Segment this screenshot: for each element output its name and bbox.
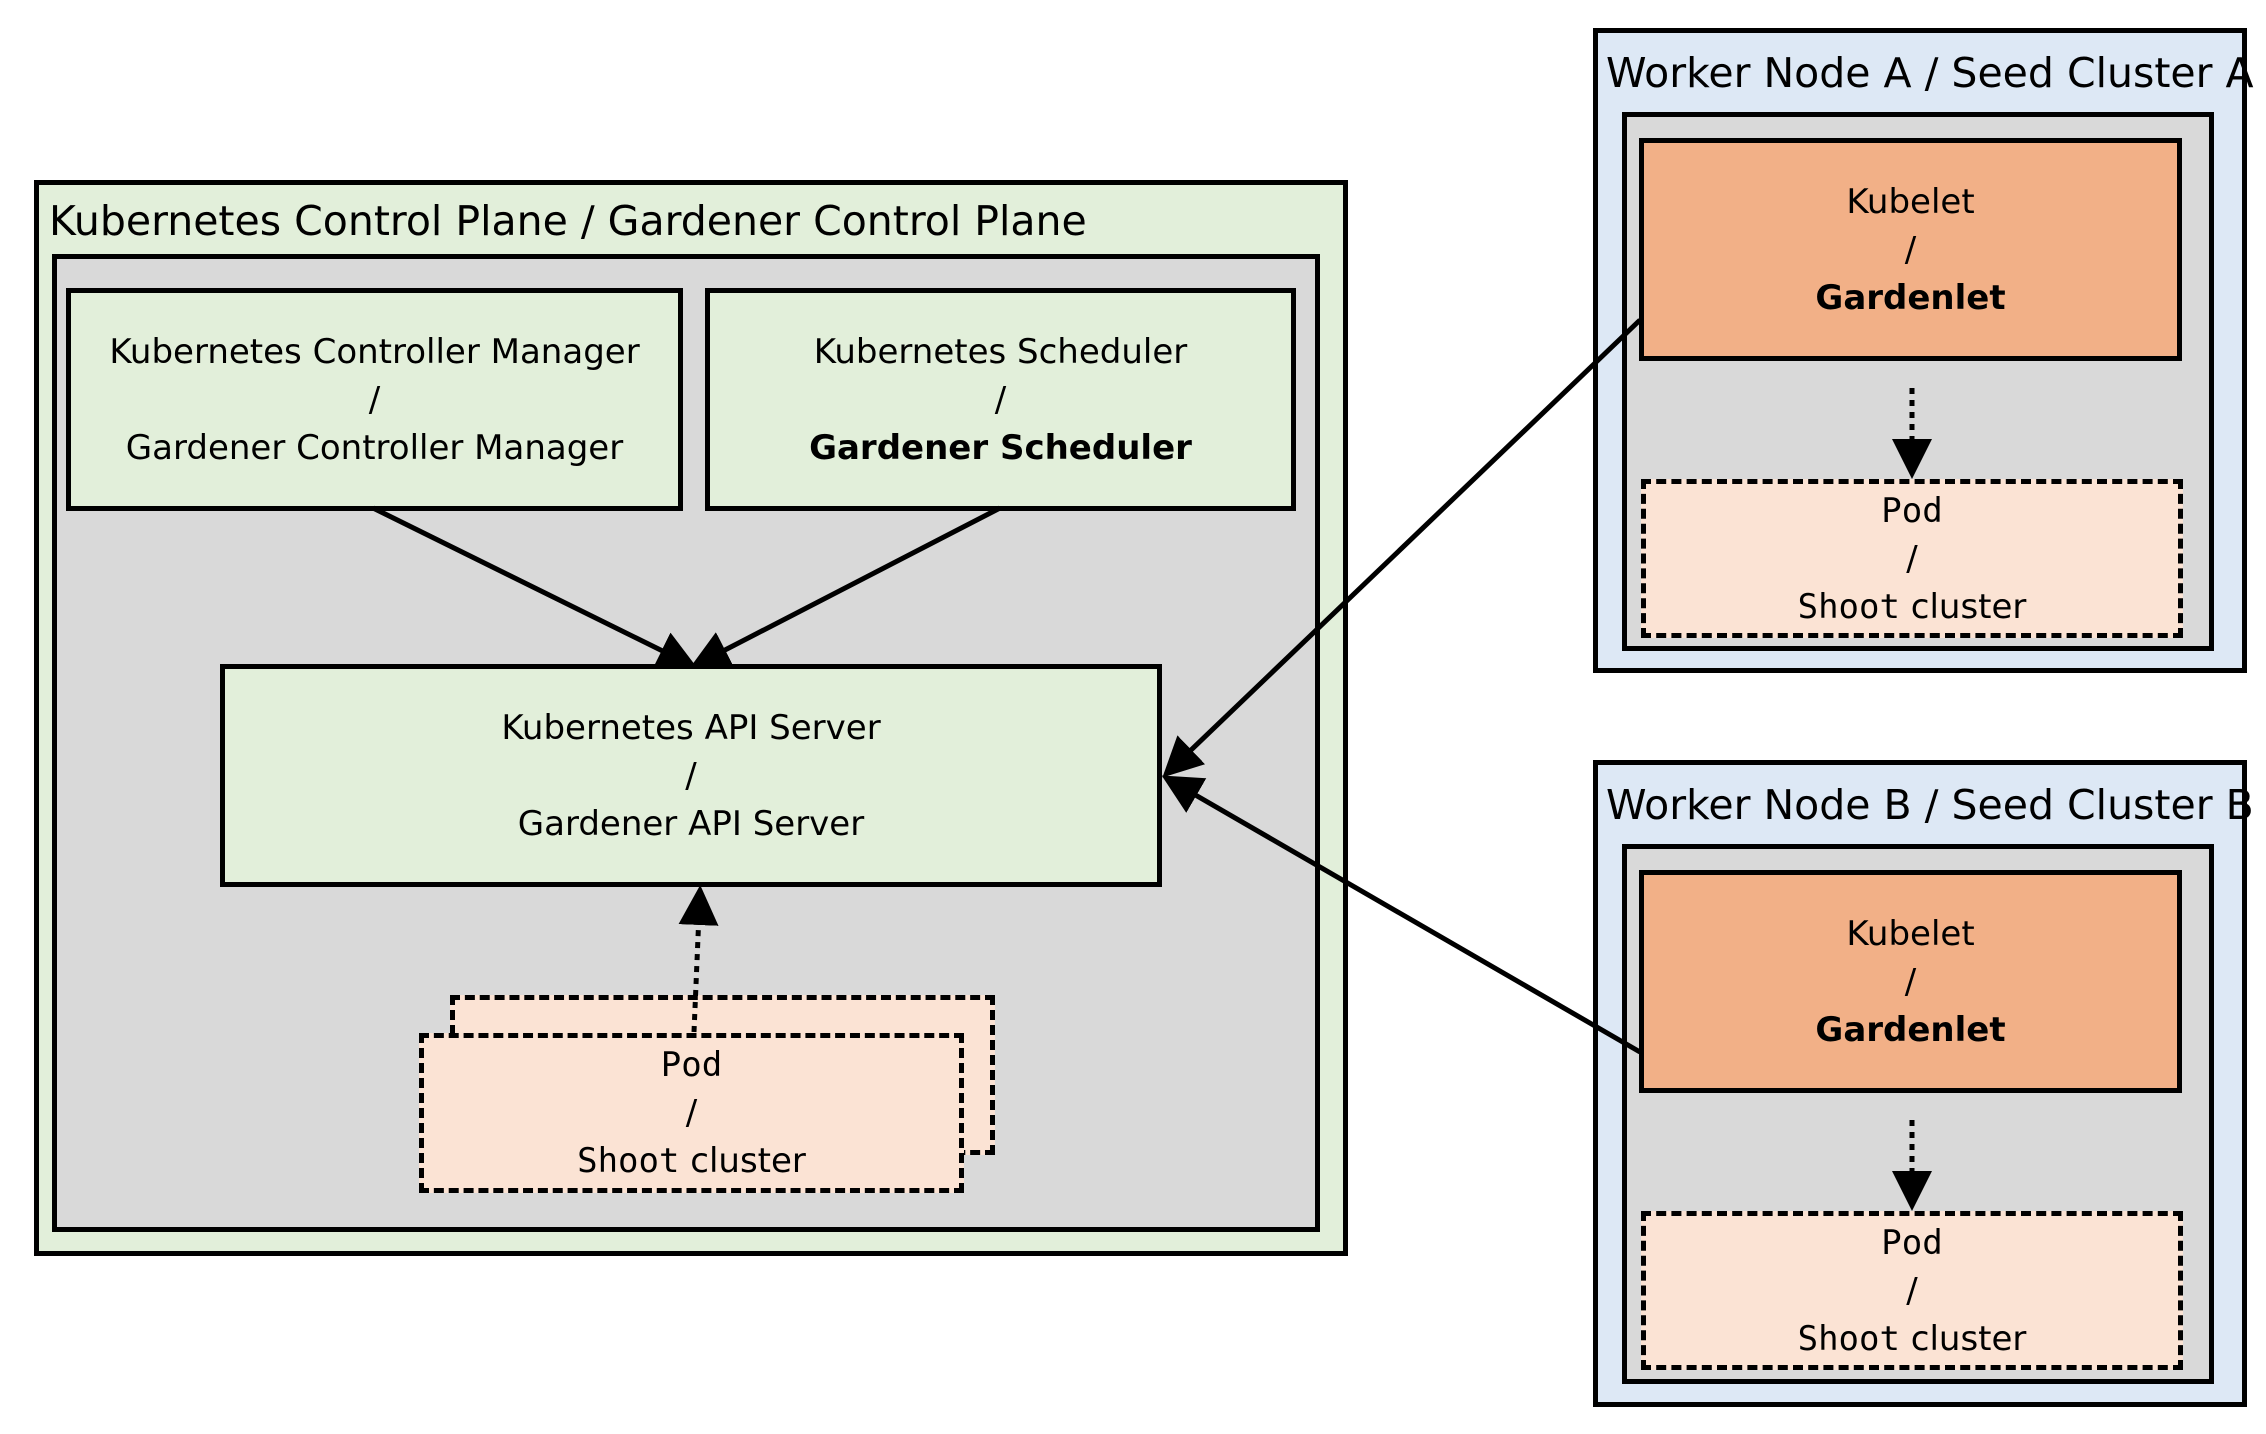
api-server-line2: Gardener API Server bbox=[517, 803, 865, 844]
cluster-label: cluster bbox=[1910, 1318, 2027, 1359]
worker-b-pod-line2: Shoot cluster bbox=[1798, 1315, 2027, 1363]
api-server-sep: / bbox=[685, 755, 697, 796]
cluster-label: cluster bbox=[690, 1141, 806, 1181]
worker-b-agent-line2: Gardenlet bbox=[1815, 1009, 2006, 1050]
worker-b-pod-line1: Pod bbox=[1881, 1222, 1943, 1263]
shoot-label: Shoot bbox=[1797, 1318, 1900, 1359]
worker-a-agent-line2: Gardenlet bbox=[1815, 277, 2006, 318]
control-plane-pod-sep: / bbox=[685, 1093, 698, 1133]
worker-a-pod-box: Pod / Shoot cluster bbox=[1641, 479, 2183, 638]
scheduler-line2: Gardener Scheduler bbox=[809, 427, 1192, 468]
worker-a-pod-line1: Pod bbox=[1881, 490, 1943, 531]
shoot-label: Shoot bbox=[577, 1141, 680, 1181]
worker-a-pod-line2: Shoot cluster bbox=[1798, 583, 2027, 631]
worker-a-pod-sep: / bbox=[1906, 538, 1918, 579]
worker-b-agent-sep: / bbox=[1904, 961, 1917, 1002]
worker-b-agent-line1: Kubelet bbox=[1846, 913, 1975, 954]
control-plane-pod-box: Pod / Shoot cluster bbox=[419, 1033, 964, 1193]
worker-a-title: Worker Node A / Seed Cluster A bbox=[1606, 49, 2254, 97]
shoot-label: Shoot bbox=[1797, 586, 1900, 627]
worker-a-gardenlet-box: Kubelet / Gardenlet bbox=[1639, 138, 2182, 361]
worker-a-agent-line1: Kubelet bbox=[1846, 181, 1975, 222]
worker-a-agent-sep: / bbox=[1904, 229, 1917, 270]
api-server-box: Kubernetes API Server / Gardener API Ser… bbox=[220, 664, 1162, 887]
controller-manager-line1: Kubernetes Controller Manager bbox=[109, 331, 640, 372]
control-plane-pod-line1: Pod bbox=[660, 1045, 723, 1085]
api-server-line1: Kubernetes API Server bbox=[501, 707, 881, 748]
scheduler-box: Kubernetes Scheduler / Gardener Schedule… bbox=[705, 288, 1296, 511]
control-plane-pod-line2: Shoot cluster bbox=[577, 1137, 806, 1185]
control-plane-title: Kubernetes Control Plane / Gardener Cont… bbox=[49, 197, 1087, 245]
worker-b-pod-sep: / bbox=[1906, 1270, 1918, 1311]
scheduler-sep: / bbox=[994, 379, 1007, 420]
worker-b-pod-box: Pod / Shoot cluster bbox=[1641, 1211, 2183, 1370]
cluster-label: cluster bbox=[1910, 586, 2027, 627]
worker-b-title: Worker Node B / Seed Cluster B bbox=[1606, 781, 2254, 829]
controller-manager-line2: Gardener Controller Manager bbox=[125, 427, 624, 468]
controller-manager-box: Kubernetes Controller Manager / Gardener… bbox=[66, 288, 683, 511]
scheduler-line1: Kubernetes Scheduler bbox=[813, 331, 1188, 372]
controller-manager-sep: / bbox=[368, 379, 381, 420]
worker-b-gardenlet-box: Kubelet / Gardenlet bbox=[1639, 870, 2182, 1093]
